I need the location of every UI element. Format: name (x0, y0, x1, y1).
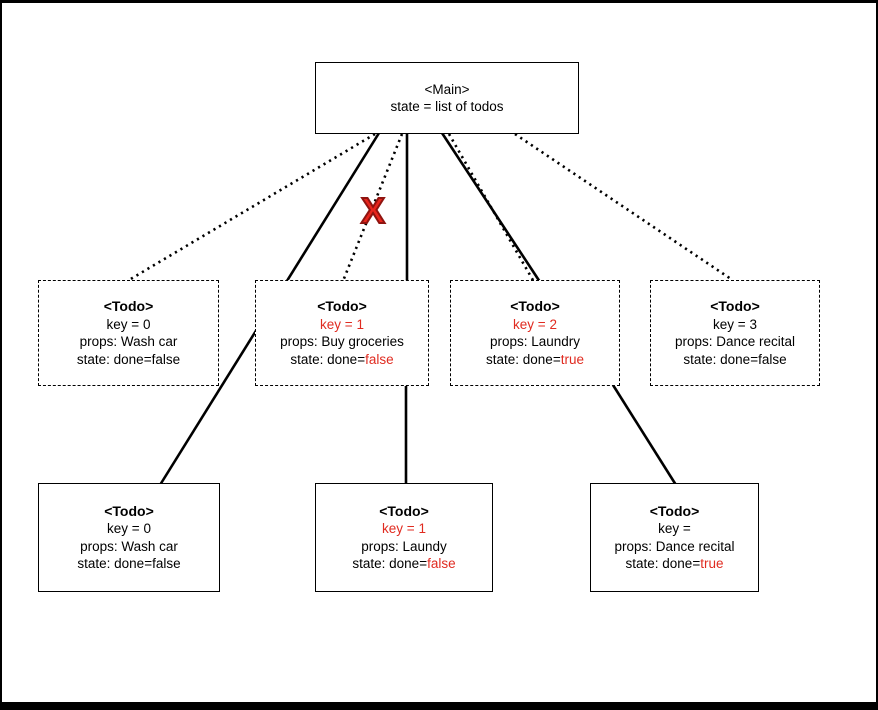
node-props: props: Laundry (489, 334, 581, 349)
node-props: props: Buy groceries (280, 334, 404, 349)
node-title: <Todo> (649, 502, 700, 519)
edge-main-to-old3-dotted (514, 132, 732, 281)
node-state: state: done=false (77, 556, 181, 571)
node-title: <Todo> (317, 298, 367, 314)
edge-main-to-old0-dotted (128, 132, 376, 282)
node-key: key = 1 (320, 316, 364, 332)
old-todo-3: <Todo> key = 3 props: Dance recital stat… (650, 280, 820, 386)
node-props: props: Wash car (79, 334, 178, 349)
main-state: state = list of todos (390, 99, 504, 114)
main-node: <Main> state = list of todos (315, 62, 579, 134)
node-state: state: done=false (683, 351, 787, 367)
node-state: state: done=false (290, 351, 394, 367)
node-key: key = 1 (382, 521, 426, 536)
node-title: <Todo> (104, 502, 154, 519)
node-state: state: done=false (352, 556, 456, 571)
main-title: <Main> (424, 81, 470, 97)
node-state: state: done=true (486, 351, 584, 367)
node-key: key = (658, 521, 691, 536)
node-key: key = 0 (106, 316, 151, 332)
node-props: props: Wash car (80, 538, 178, 554)
broken-edge-x-icon: X (360, 190, 386, 232)
node-key: key = 3 (713, 316, 757, 332)
node-key: key = 0 (107, 521, 151, 536)
node-title: <Todo> (710, 298, 760, 314)
node-state: state: done=true (625, 556, 724, 571)
edge-old2-to-new2-solid (611, 384, 678, 486)
node-props: props: Dance recital (674, 334, 796, 349)
new-todo-2: <Todo> key = props: Dance recital state:… (590, 483, 759, 592)
node-title: <Todo> (103, 298, 154, 314)
node-state: state: done=false (76, 351, 181, 367)
node-title: <Todo> (510, 298, 560, 314)
old-todo-1: <Todo> key = 1 props: Buy groceries stat… (255, 280, 429, 386)
new-todo-1: <Todo> key = 1 props: Laundy state: done… (315, 483, 493, 592)
old-todo-0: <Todo> key = 0 props: Wash car state: do… (38, 280, 219, 386)
node-props: props: Dance recital (614, 538, 735, 554)
new-todo-0: <Todo> key = 0 props: Wash car state: do… (38, 483, 220, 592)
edge-main-to-old2-dotted (447, 133, 536, 283)
old-todo-2: <Todo> key = 2 props: Laundry state: don… (450, 280, 620, 386)
node-title: <Todo> (379, 502, 429, 519)
node-key: key = 2 (513, 316, 557, 332)
node-props: props: Laundy (361, 538, 447, 554)
edge-main-to-old1-dotted-broken (341, 133, 404, 282)
